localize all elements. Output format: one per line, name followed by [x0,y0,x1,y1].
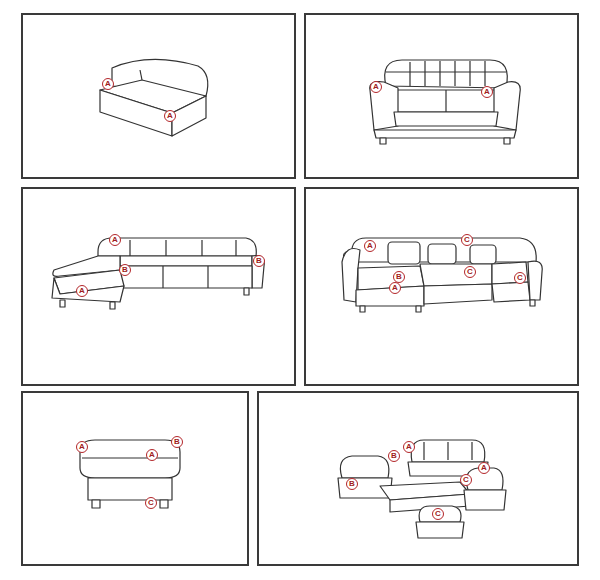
callout-letter: A [364,240,376,252]
callout-letter: B [346,478,358,490]
callout-letter: A [478,462,490,474]
callout-letter: A [102,78,114,90]
callout-letter: C [145,497,157,509]
callout-letter: A [403,441,415,453]
callout-letter: A [76,285,88,297]
callout-letter: A [481,86,493,98]
callout-letter: C [432,508,444,520]
callout-letter: C [461,234,473,246]
callout-letter: A [164,110,176,122]
callout-letter: C [460,474,472,486]
callout-letter: A [370,81,382,93]
callout-letter: A [76,441,88,453]
callout-letter: B [253,255,265,267]
callout-letter: A [109,234,121,246]
callout-letter: C [514,272,526,284]
callout-letter: B [171,436,183,448]
callout-letter: B [119,264,131,276]
callout-letter: C [464,266,476,278]
callout-letter: A [389,282,401,294]
callout-letter: B [388,450,400,462]
callout-letter: A [146,449,158,461]
